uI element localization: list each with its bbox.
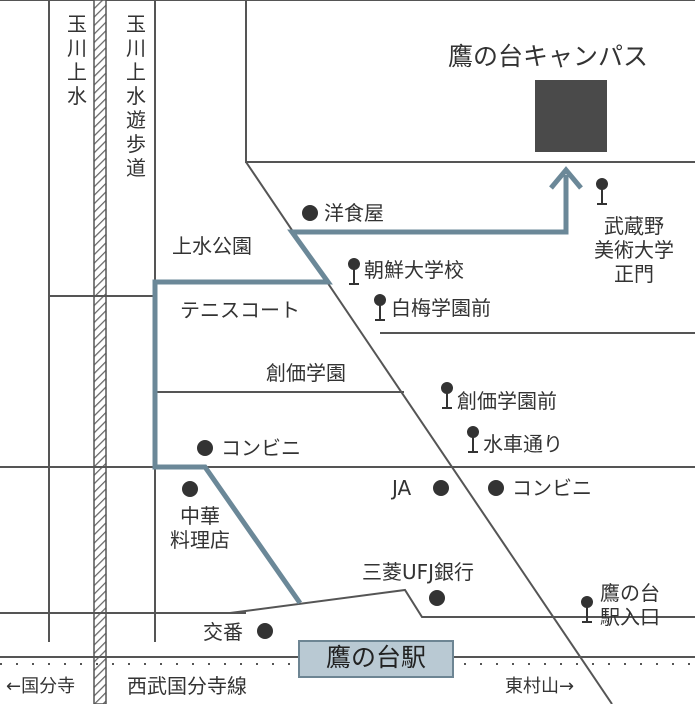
label-convenience-2: コンビニ xyxy=(512,476,592,500)
dot-youshokuya xyxy=(302,205,318,221)
label-soka-mae: 創価学園前 xyxy=(457,389,557,413)
street-tamagawa-josui: 玉川上水 xyxy=(67,12,87,108)
label-jousui-park: 上水公園 xyxy=(172,234,252,258)
label-musabi-main-gate: 武蔵野 美術大学 正門 xyxy=(594,214,674,286)
road-bank-street xyxy=(229,588,560,618)
label-chuka: 中華 料理店 xyxy=(170,504,230,552)
campus-building xyxy=(535,80,607,152)
tamagawa-canal xyxy=(93,0,107,704)
railway-name: 西武国分寺線 xyxy=(127,674,247,698)
station-box xyxy=(298,640,454,678)
bus-stop-pins xyxy=(348,178,608,623)
label-convenience-1: コンビニ xyxy=(221,436,301,460)
direction-kokubunji: ←国分寺 xyxy=(6,676,76,697)
label-mufg: 三菱UFJ銀行 xyxy=(362,560,475,584)
label-chosen-school: 朝鮮大学校 xyxy=(364,258,464,282)
label-suisha: 水車通り xyxy=(483,432,563,456)
dot-mufg xyxy=(429,590,445,606)
campus-boundary xyxy=(245,0,695,163)
label-tennis-court: テニスコート xyxy=(180,298,300,322)
label-koban: 交番 xyxy=(203,620,243,644)
walking-route xyxy=(152,175,569,605)
label-takanodai-entrance: 鷹の台 駅入口 xyxy=(600,581,660,629)
label-ja: JA xyxy=(392,476,412,500)
route-arrowhead xyxy=(549,166,583,190)
label-hakubai: 白梅学園前 xyxy=(391,296,491,320)
dot-ja xyxy=(433,480,449,496)
station-name: 鷹の台駅 xyxy=(325,643,426,672)
direction-higashimurayama: 東村山→ xyxy=(505,676,575,697)
dot-koban xyxy=(257,623,273,639)
dot-convenience-1 xyxy=(197,440,213,456)
street-tamagawa-promenade: 玉川上水遊歩道 xyxy=(126,12,146,180)
label-youshokuya: 洋食屋 xyxy=(324,201,384,225)
dot-convenience-2 xyxy=(488,480,504,496)
campus-name: 鷹の台キャンパス xyxy=(448,42,649,71)
label-soka-gakuen: 創価学園 xyxy=(266,361,346,385)
dot-chuka xyxy=(182,481,198,497)
